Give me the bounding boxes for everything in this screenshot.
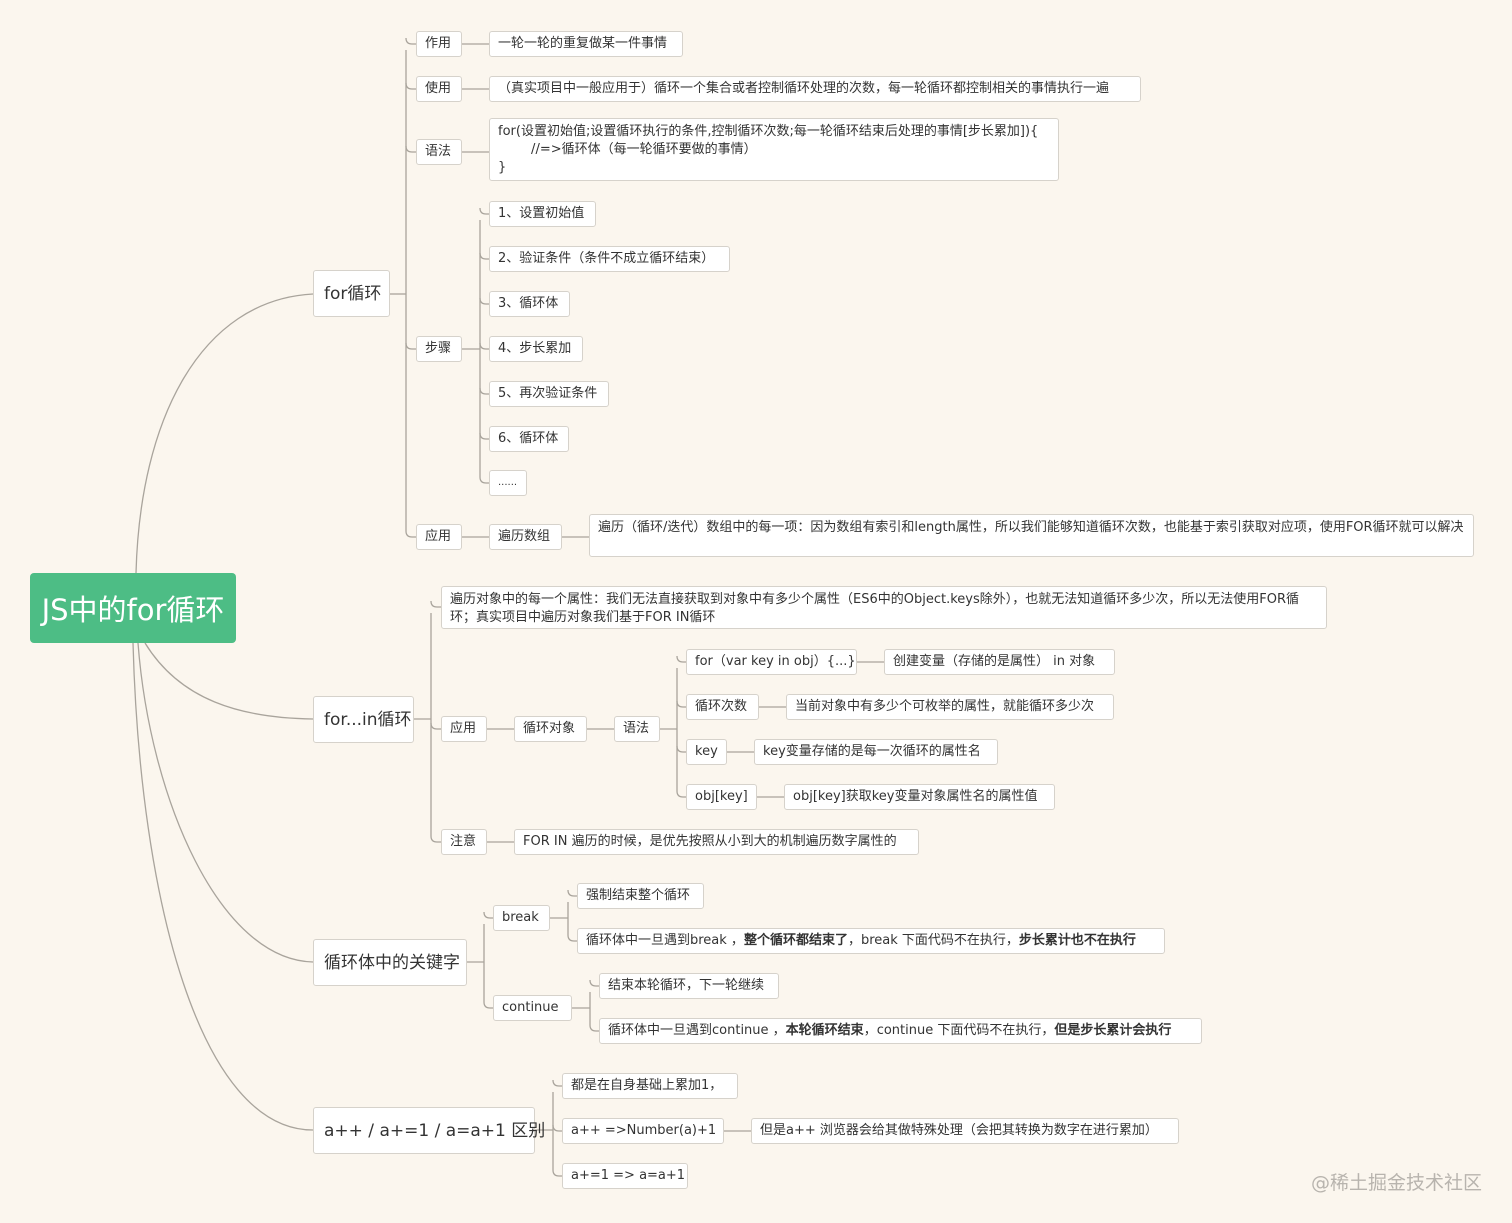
curve-root-to-keywords [137,642,314,963]
break-item-2-bold-1: 整个循环都结束了 [743,933,848,948]
for-application-text[interactable]: 遍历（循环/迭代）数组中的每一项：因为数组有索引和length属性，所以我们能够… [589,514,1474,557]
for-purpose-text[interactable]: 一轮一轮的重复做某一件事情 [489,31,683,57]
for-syntax-line-2: //=>循环体（每一轮循环要做的事情） [498,142,757,157]
continue-item-2[interactable]: 循环体中一旦遇到continue ， 本轮循环结束 ，continue 下面代码… [599,1018,1202,1044]
for-step-1[interactable]: 1、设置初始值 [489,201,596,227]
keyword-continue[interactable]: continue [493,995,572,1021]
for-in-row-3-value[interactable]: key变量存储的是每一次循环的属性名 [754,739,998,765]
continue-tree-branch-0 [589,979,599,987]
for-tree-branch-1 [405,82,416,90]
keyword-break[interactable]: break [493,905,550,931]
for-in-row-2-key[interactable]: 循环次数 [686,694,759,720]
for-in-row-2-value[interactable]: 当前对象中有多少个可枚举的属性，就能循环多少次 [786,694,1114,720]
for-usage-text[interactable]: （真实项目中一般应用于）循环一个集合或者控制循环处理的次数，每一轮循环都控制相关… [489,76,1141,102]
break-item-2-part-2: ，break 下面代码不在执行， [847,933,1019,948]
for-in-target[interactable]: 循环对象 [514,716,587,742]
steps-tree-branch-0 [479,207,489,215]
keywords-tree-branch-0 [483,911,493,919]
for-in-tree-branch-0 [430,600,441,608]
increment-tree-branch-1 [552,1124,562,1132]
topic-for-loop[interactable]: for循环 [313,270,390,317]
for-in-tree-branch-1 [430,722,441,730]
for-in-syntax-tree-branch-0 [676,655,686,663]
for-syntax-line-1: for(设置初始值;设置循环执行的条件,控制循环次数;每一轮循环结束后处理的事情… [498,124,1039,139]
root-topic[interactable]: JS中的for循环 [30,573,236,643]
keywords-tree-branch-1 [483,1001,493,1009]
for-in-desc[interactable]: 遍历对象中的每一个属性：我们无法直接获取到对象中有多少个属性（ES6中的Obje… [441,586,1327,629]
topic-for-in-loop[interactable]: for...in循环 [313,696,414,743]
for-tree-branch-2 [405,145,416,153]
increment-tree-branch-0 [552,1079,562,1087]
continue-item-2-part-1: 循环体中一旦遇到continue ， [608,1023,786,1038]
for-syntax-label[interactable]: 语法 [416,139,462,165]
for-usage-label[interactable]: 使用 [416,76,462,102]
for-syntax-line-3: } [498,160,507,175]
curve-root-to-for [135,293,314,574]
for-in-application-label[interactable]: 应用 [441,716,487,742]
increment-item-3[interactable]: a+=1 => a=a+1 [562,1163,688,1189]
topic-increment[interactable]: a++ / a+=1 / a=a+1 区别 [313,1107,545,1154]
for-in-row-4-key[interactable]: obj[key] [686,784,757,810]
for-in-note-text[interactable]: FOR IN 遍历的时候，是优先按照从小到大的机制遍历数字属性的 [514,829,919,855]
for-tree-branch-4 [405,530,416,538]
steps-tree-branch-3 [479,342,489,350]
for-step-5[interactable]: 5、再次验证条件 [489,381,609,407]
increment-tree-branch-2 [552,1169,562,1177]
for-step-3[interactable]: 3、循环体 [489,291,570,317]
watermark-text: @稀土掘金技术社区 [1310,1172,1482,1194]
break-item-2-bold-2: 步长累计也不在执行 [1018,933,1136,948]
break-item-2-part-1: 循环体中一旦遇到break ， [586,933,744,948]
continue-item-2-part-2: ，continue 下面代码不在执行， [863,1023,1055,1038]
steps-tree-branch-2 [479,297,489,305]
for-step-4[interactable]: 4、步长累加 [489,336,583,362]
for-application-label[interactable]: 应用 [416,524,462,550]
continue-tree-branch-1 [589,1024,599,1032]
for-in-tree-branch-2 [430,835,441,843]
for-purpose-label[interactable]: 作用 [416,31,462,57]
for-in-note-label[interactable]: 注意 [441,829,487,855]
for-step-etc[interactable]: ...... [489,470,527,496]
for-syntax-text[interactable]: for(设置初始值;设置循环执行的条件,控制循环次数;每一轮循环结束后处理的事情… [489,118,1059,181]
steps-tree-branch-5 [479,432,489,440]
break-item-1[interactable]: 强制结束整个循环 [577,883,704,909]
for-steps-label[interactable]: 步骤 [416,336,462,362]
for-step-2[interactable]: 2、验证条件（条件不成立循环结束） [489,246,730,272]
continue-item-2-bold-2: 但是步长累计会执行 [1054,1023,1172,1038]
for-in-row-1-key[interactable]: for（var key in obj）{...} [686,649,857,675]
for-in-row-3-key[interactable]: key [686,739,727,765]
break-tree-branch-1 [567,934,577,942]
for-tree-branch-3 [405,342,416,350]
continue-item-2-bold-1: 本轮循环结束 [785,1023,864,1038]
for-in-syntax-label[interactable]: 语法 [614,716,660,742]
topic-loop-keywords[interactable]: 循环体中的关键字 [313,939,467,986]
increment-item-2-note[interactable]: 但是a++ 浏览器会给其做特殊处理（会把其转换为数字在进行累加） [751,1118,1179,1144]
increment-item-1[interactable]: 都是在自身基础上累加1， [562,1073,738,1099]
for-in-row-1-value[interactable]: 创建变量（存储的是属性） in 对象 [884,649,1115,675]
for-step-6[interactable]: 6、循环体 [489,426,569,452]
break-tree-branch-0 [567,889,577,897]
steps-tree-branch-4 [479,387,489,395]
continue-item-1[interactable]: 结束本轮循环，下一轮继续 [599,973,779,999]
for-in-syntax-tree-branch-3 [676,790,686,798]
increment-item-2[interactable]: a++ =>Number(a)+1 [562,1118,724,1144]
for-in-syntax-tree-branch-1 [676,700,686,708]
break-item-2[interactable]: 循环体中一旦遇到break ， 整个循环都结束了 ，break 下面代码不在执行… [577,928,1165,954]
steps-tree-branch-1 [479,252,489,260]
for-in-syntax-tree-branch-2 [676,745,686,753]
steps-tree-branch-6 [479,476,489,484]
curve-root-to-for-in [144,642,314,720]
for-application-array[interactable]: 遍历数组 [489,524,562,550]
for-tree-branch-0 [405,37,416,45]
for-in-row-4-value[interactable]: obj[key]获取key变量对象属性名的属性值 [784,784,1055,810]
curve-root-to-increment [132,642,314,1131]
